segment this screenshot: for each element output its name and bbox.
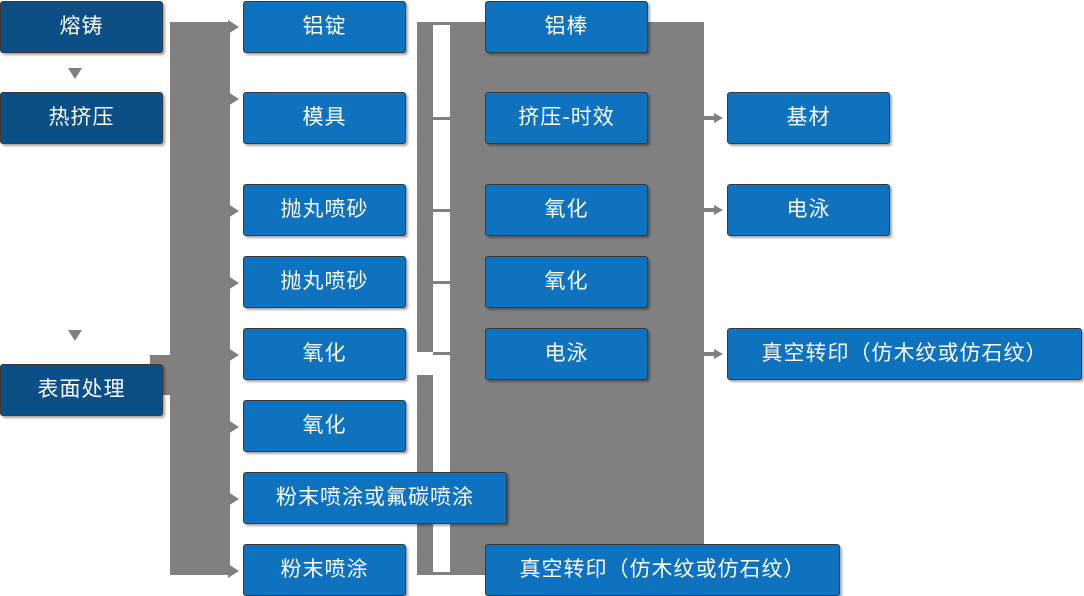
arrow-block-to-electrophoresis: [714, 205, 723, 215]
process-box-shot-blasting-1[interactable]: 抛丸喷砂: [243, 184, 406, 236]
process-label-mould: 模具: [302, 105, 347, 130]
stage-box-melting-casting[interactable]: 熔铸: [0, 1, 163, 53]
arrow-shaft-to-electrophoresis: [704, 208, 716, 212]
process-label-shot-blasting-2: 抛丸喷砂: [280, 269, 369, 294]
stage-label-melting-casting: 熔铸: [59, 14, 104, 39]
process-label-oxidation-3: 氧化: [544, 197, 589, 222]
connector-tick-2: [433, 117, 451, 120]
process-box-aluminum-ingot[interactable]: 铝锭: [243, 1, 406, 53]
process-label-aluminum-bar: 铝棒: [544, 14, 589, 39]
process-box-vacuum-transfer-print-bottom[interactable]: 真空转印（仿木纹或仿石纹）: [485, 544, 840, 596]
arrow-trunk-to-mould: [228, 92, 239, 106]
process-label-extrusion-aging: 挤压-时效: [518, 105, 615, 130]
process-label-vacuum-transfer-print-bottom: 真空转印（仿木纹或仿石纹）: [519, 557, 806, 582]
process-box-oxidation-3[interactable]: 氧化: [485, 184, 648, 236]
process-box-shot-blasting-2[interactable]: 抛丸喷砂: [243, 256, 406, 308]
arrow-trunk-to-oxidation-1: [228, 348, 239, 362]
arrow-trunk-to-shot-blasting-2: [228, 276, 239, 290]
process-label-electrophoresis-2: 电泳: [786, 197, 831, 222]
arrow-trunk-to-shot-blasting-1: [228, 204, 239, 218]
process-label-oxidation-2: 氧化: [302, 413, 347, 438]
process-label-oxidation-4: 氧化: [544, 269, 589, 294]
process-box-electrophoresis-2[interactable]: 电泳: [727, 184, 890, 236]
arrow-block-to-vacuum-transfer-print: [714, 349, 723, 359]
connector-tick-4: [433, 281, 451, 284]
arrow-trunk-to-powder-coating: [228, 564, 239, 578]
connector-bar-mid-upper: [417, 22, 433, 352]
stage-label-hot-extrusion: 热挤压: [48, 105, 115, 130]
connector-tick-5: [433, 352, 451, 355]
process-box-electrophoresis-1[interactable]: 电泳: [485, 328, 648, 380]
process-box-extrusion-aging[interactable]: 挤压-时效: [485, 92, 648, 144]
connector-surface-to-trunk: [164, 388, 188, 391]
connector-tick-3: [433, 209, 451, 212]
process-label-aluminum-ingot: 铝锭: [302, 14, 347, 39]
process-box-powder-or-pvdf-coating[interactable]: 粉末喷涂或氟碳喷涂: [243, 472, 507, 524]
process-box-oxidation-1[interactable]: 氧化: [243, 328, 406, 380]
stage-box-hot-extrusion[interactable]: 热挤压: [0, 92, 163, 144]
process-box-oxidation-4[interactable]: 氧化: [485, 256, 648, 308]
connector-trunk-left: [170, 22, 230, 575]
process-label-shot-blasting-1: 抛丸喷砂: [280, 197, 369, 222]
arrow-shaft-to-vacuum-transfer-print: [704, 352, 716, 356]
process-box-oxidation-2[interactable]: 氧化: [243, 400, 406, 452]
process-box-powder-coating[interactable]: 粉末喷涂: [243, 544, 406, 596]
process-box-aluminum-bar[interactable]: 铝棒: [485, 1, 648, 53]
process-box-mould[interactable]: 模具: [243, 92, 406, 144]
arrow-trunk-to-oxidation-2: [228, 420, 239, 434]
process-label-base-material: 基材: [786, 105, 831, 130]
connector-tick-6: [433, 572, 451, 575]
process-label-powder-coating: 粉末喷涂: [280, 557, 369, 582]
process-box-base-material[interactable]: 基材: [727, 92, 890, 144]
arrow-trunk-to-powder-or-pvdf: [228, 492, 239, 506]
arrow-down-melting-to-trunk: [68, 68, 82, 79]
stage-label-surface-treatment: 表面处理: [37, 377, 126, 402]
process-box-vacuum-transfer-print[interactable]: 真空转印（仿木纹或仿石纹）: [727, 328, 1082, 380]
stage-box-surface-treatment[interactable]: 表面处理: [0, 364, 163, 416]
arrow-down-extrusion-to-trunk: [68, 330, 82, 341]
process-label-powder-or-pvdf-coating: 粉末喷涂或氟碳喷涂: [276, 485, 474, 510]
arrow-trunk-to-aluminum-ingot: [228, 20, 239, 34]
process-label-electrophoresis-1: 电泳: [544, 341, 589, 366]
arrow-block-to-base-material: [714, 113, 723, 123]
connector-tick-1: [433, 22, 451, 25]
arrow-shaft-to-base-material: [704, 116, 716, 120]
process-label-vacuum-transfer-print: 真空转印（仿木纹或仿石纹）: [761, 341, 1048, 366]
process-label-oxidation-1: 氧化: [302, 341, 347, 366]
